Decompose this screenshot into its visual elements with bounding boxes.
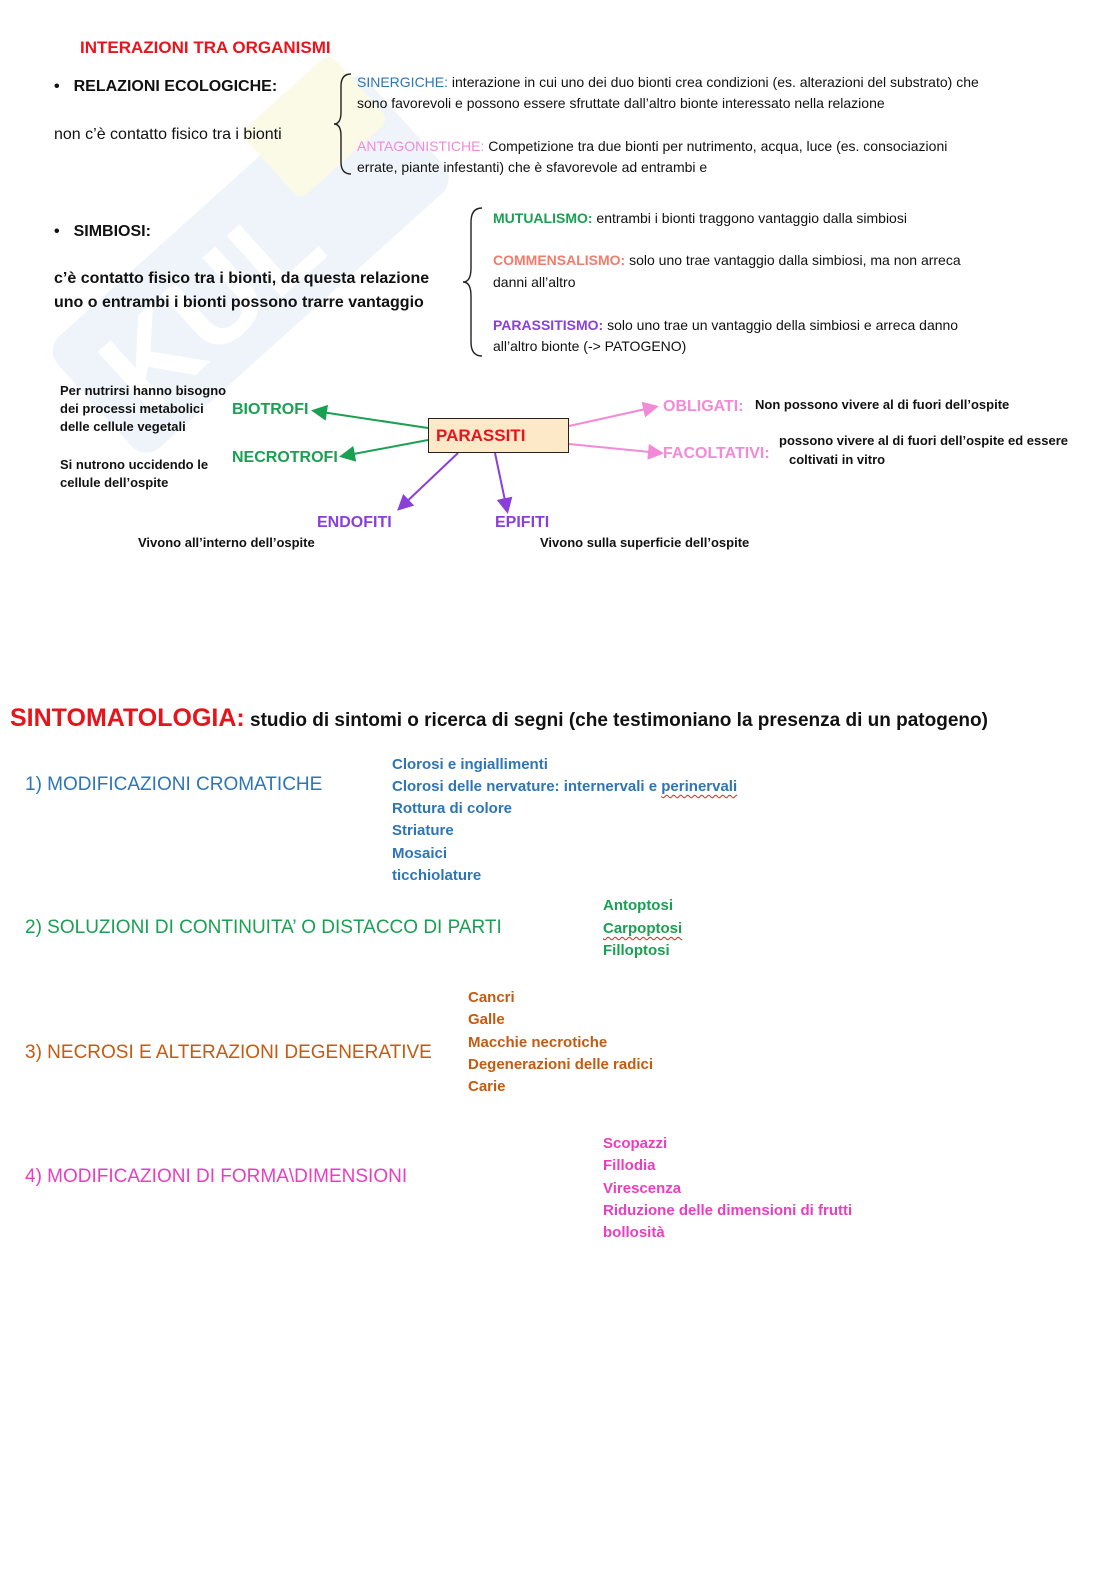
sintomatologia-subtitle: studio di sintomi o ricerca di segni (ch… — [244, 710, 988, 731]
biotrofi-desc-line3: delle cellule vegetali — [60, 419, 186, 434]
mutualismo-line: MUTUALISMO: entrambi i bionti traggono v… — [493, 210, 907, 226]
antagonistiche-line2: errate, piante infestanti) che è sfavore… — [357, 159, 708, 175]
list-item: ticchiolature — [392, 867, 482, 884]
list-item: Carie — [468, 1078, 506, 1095]
list-item: Carpoptosi — [603, 920, 683, 937]
arrow-obligati — [568, 401, 659, 427]
antagonistiche-label: ANTAGONISTICHE: — [357, 138, 485, 154]
antagonistiche-line1: ANTAGONISTICHE: Competizione tra due bio… — [357, 138, 948, 154]
list-item: Filloptosi — [603, 942, 670, 959]
arrow-facoltativi — [568, 443, 664, 460]
bullet: • — [54, 78, 60, 95]
commensalismo-label: COMMENSALISMO: — [493, 252, 626, 268]
list-item: Antoptosi — [603, 897, 673, 914]
epifiti-desc: Vivono sulla superficie dell’ospite — [540, 535, 750, 550]
sinergiche-label: SINERGICHE: — [357, 74, 449, 90]
list-item: bollosità — [603, 1224, 665, 1241]
arrow-necrotrofi — [339, 439, 429, 462]
brace-relazioni — [333, 73, 352, 175]
parassiti-connectors — [311, 401, 664, 514]
list-item: Galle — [468, 1011, 505, 1028]
list-item: Mosaici — [392, 845, 448, 862]
parassitismo-line1: PARASSITISMO: solo uno trae un vantaggio… — [493, 317, 959, 333]
facoltativi-label: FACOLTATIVI: — [663, 445, 770, 462]
sinergiche-line2: sono favorevoli e possono essere sfrutta… — [357, 95, 885, 111]
list-item: Fillodia — [603, 1157, 656, 1174]
parassiti-label: PARASSITI — [436, 425, 526, 445]
simbiosi-desc-line2: uno o entrambi i bionti possono trarre v… — [54, 294, 424, 311]
parassitismo-label: PARASSITISMO: — [493, 317, 604, 333]
list-item: Macchie necrotiche — [468, 1034, 608, 1051]
sintomatologia-title-line: SINTOMATOLOGIA: studio di sintomi o rice… — [10, 704, 988, 733]
brace-simbiosi — [462, 207, 483, 357]
group1-heading: 1) MODIFICAZIONI CROMATICHE — [25, 774, 323, 795]
list-item: Riduzione delle dimensioni di frutti — [603, 1202, 853, 1219]
necrotrofi-label: NECROTROFI — [232, 449, 338, 466]
simbiosi-desc-line1: c’è contatto fisico tra i bionti, da que… — [54, 270, 430, 287]
list-item: Scopazzi — [603, 1135, 668, 1152]
list-item: Clorosi delle nervature: internervali e … — [392, 778, 738, 795]
epifiti-label: EPIFITI — [495, 514, 550, 531]
endofiti-desc: Vivono all’interno dell’ospite — [138, 535, 315, 550]
list-item: Degenerazioni delle radici — [468, 1056, 654, 1073]
list-item: Clorosi e ingiallimenti — [392, 756, 548, 773]
parassiti-box: PARASSITI — [428, 418, 569, 453]
list-item: Striature — [392, 822, 454, 839]
commensalismo-line2: danni all’altro — [493, 274, 576, 290]
page-title: INTERAZIONI TRA ORGANISMI — [80, 38, 331, 57]
relazioni-heading: •RELAZIONI ECOLOGICHE: — [54, 78, 278, 95]
obligati-label: OBLIGATI: — [663, 398, 744, 415]
arrow-endofiti — [397, 452, 459, 511]
spellcheck-word: perinervali — [661, 778, 738, 795]
group3-heading: 3) NECROSI E ALTERAZIONI DEGENERATIVE — [25, 1042, 432, 1063]
relazioni-desc: non c’è contatto fisico tra i bionti — [54, 126, 282, 143]
list-item: Cancri — [468, 989, 515, 1006]
obligati-desc: Non possono vivere al di fuori dell’ospi… — [755, 397, 1010, 412]
list-item: Rottura di colore — [392, 800, 513, 817]
necrotrofi-desc-line2: cellule dell’ospite — [60, 475, 169, 490]
group2-heading: 2) SOLUZIONI DI CONTINUITA’ O DISTACCO D… — [25, 917, 502, 938]
list-item: Virescenza — [603, 1180, 682, 1197]
sinergiche-line1: SINERGICHE: interazione in cui uno dei d… — [357, 74, 979, 90]
biotrofi-desc-line2: dei processi metabolici — [60, 401, 204, 416]
arrow-epifiti — [494, 452, 513, 514]
facoltativi-desc-line2: coltivati in vitro — [789, 452, 886, 467]
necrotrofi-desc-line1: Si nutrono uccidendo le — [60, 457, 209, 472]
bullet: • — [54, 223, 60, 240]
biotrofi-label: BIOTROFI — [232, 401, 309, 418]
arrow-biotrofi — [311, 404, 429, 429]
endofiti-label: ENDOFITI — [317, 514, 392, 531]
group4-heading: 4) MODIFICAZIONI DI FORMA\DIMENSIONI — [25, 1166, 408, 1187]
sintomatologia-title: SINTOMATOLOGIA: — [10, 704, 245, 732]
mutualismo-label: MUTUALISMO: — [493, 210, 593, 226]
biotrofi-desc-line1: Per nutrirsi hanno bisogno — [60, 383, 227, 398]
simbiosi-heading: •SIMBIOSI: — [54, 223, 151, 240]
commensalismo-line1: COMMENSALISMO: solo uno trae vantaggio d… — [493, 252, 961, 268]
facoltativi-desc-line1: possono vivere al di fuori dell’ospite e… — [779, 433, 1068, 448]
parassitismo-line2: all’altro bionte (-> PATOGENO) — [493, 338, 687, 354]
